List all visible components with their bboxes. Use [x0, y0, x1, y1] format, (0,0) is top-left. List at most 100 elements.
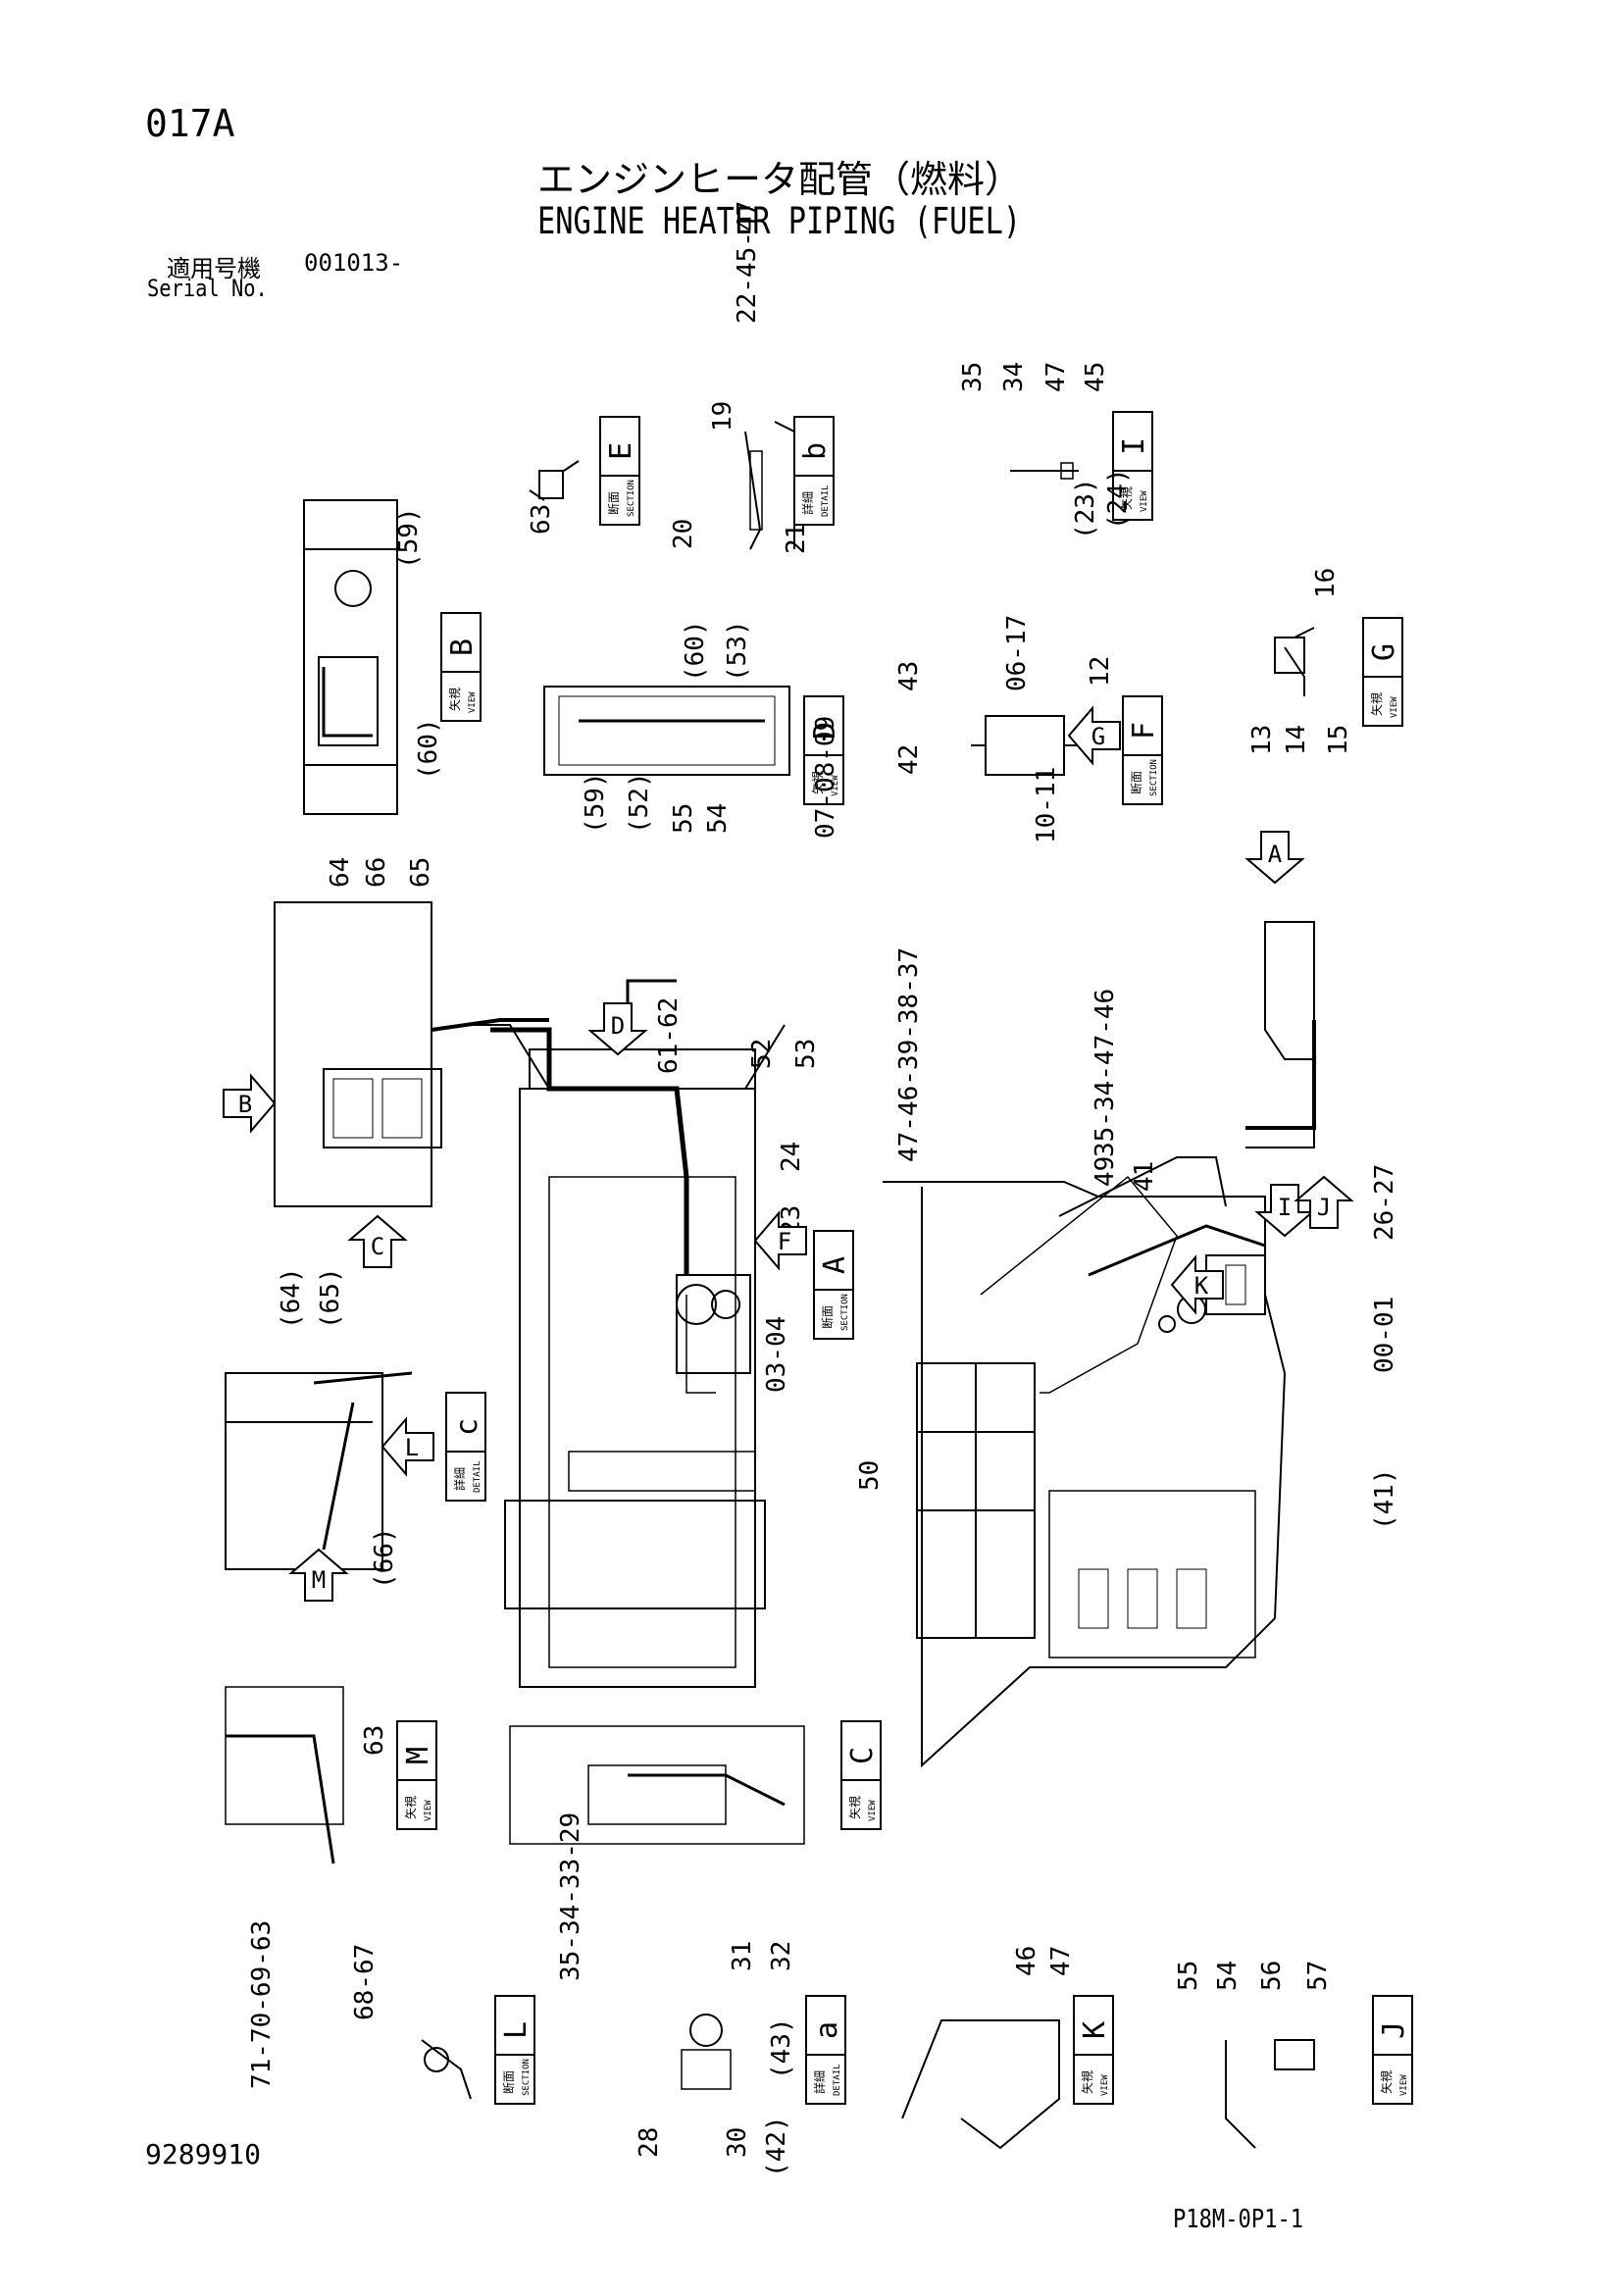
label-letter: M	[401, 1747, 435, 1764]
label-section-l: 断面 SECTION L	[494, 1995, 535, 2105]
part-callout: 63	[360, 1725, 389, 1756]
part-callout: 06-17	[1002, 615, 1032, 691]
part-callout: 55	[669, 803, 698, 834]
view-arrow-j: J	[1294, 1175, 1354, 1229]
label-letter: c	[450, 1418, 484, 1436]
view-arrow-letter: I	[1278, 1194, 1292, 1221]
label-letter: L	[499, 2021, 533, 2039]
label-letter: A	[818, 1256, 852, 1274]
part-callout: (24)	[1103, 468, 1133, 530]
label-kanji: 詳細	[452, 1467, 467, 1491]
title-japanese: エンジンヒータ配管（燃料）	[537, 158, 1023, 201]
label-word: DETAIL	[821, 485, 831, 517]
part-callout: 14	[1282, 725, 1311, 755]
serial-label-english: Serial No.	[147, 275, 268, 302]
part-callout: (43)	[767, 2017, 796, 2079]
view-arrow-l: L	[381, 1416, 434, 1477]
label-kanji: 断面	[501, 2070, 516, 2094]
title-english: ENGINE HEATER PIPING (FUEL)	[537, 200, 1022, 242]
part-callout: (52)	[625, 772, 654, 834]
part-callout: (66)	[370, 1527, 399, 1589]
label-letter: C	[845, 1747, 880, 1764]
label-letter: a	[810, 2021, 844, 2039]
label-kanji: 矢視	[447, 688, 462, 711]
part-callout: 42	[894, 744, 924, 775]
view-arrow-letter: F	[778, 1228, 791, 1255]
label-word: SECTION	[627, 480, 636, 517]
label-word: SECTION	[1149, 759, 1159, 796]
view-arrow-letter: G	[1091, 723, 1105, 750]
part-callout: (59)	[394, 507, 424, 569]
view-arrow-k: K	[1170, 1254, 1224, 1315]
part-callout: (41)	[1370, 1468, 1399, 1530]
part-callout: (42)	[762, 2116, 791, 2177]
part-callout: 49	[1091, 1156, 1120, 1187]
part-callout: 30	[723, 2127, 752, 2158]
view-arrow-g: G	[1067, 705, 1121, 766]
part-callout: 15	[1324, 725, 1353, 755]
serial-value: 001013-	[304, 249, 404, 277]
part-callout: 32	[767, 1941, 796, 1971]
part-callout: 47	[1041, 362, 1071, 392]
part-callout: 65	[406, 857, 435, 888]
part-callout: 47-46-39-38-37	[894, 947, 924, 1162]
part-callout: (60)	[414, 718, 443, 780]
label-letter: D	[808, 722, 842, 740]
label-word: VIEW	[1140, 490, 1149, 512]
label-word: SECTION	[840, 1294, 850, 1331]
part-callout: (23)	[1071, 478, 1100, 539]
part-callout: (59)	[581, 772, 610, 834]
view-arrow-c: C	[347, 1214, 408, 1268]
part-callout: (65)	[316, 1267, 345, 1329]
part-callout: 66	[362, 857, 391, 888]
label-letter: G	[1367, 643, 1401, 661]
label-letter: I	[1117, 437, 1151, 455]
part-callout: 21	[782, 524, 811, 554]
part-callout: 24	[777, 1142, 806, 1172]
view-arrow-letter: C	[371, 1233, 384, 1260]
part-callout: 16	[1311, 568, 1341, 598]
part-callout: 46	[1012, 1946, 1041, 1976]
part-callout: 31	[728, 1941, 757, 1971]
part-callout: 61-62	[654, 997, 684, 1074]
label-word: DETAIL	[833, 2064, 842, 2096]
part-callout: 00-01	[1370, 1297, 1399, 1373]
part-callout: 20	[669, 519, 698, 549]
part-callout: 26-27	[1370, 1164, 1399, 1241]
serial-label-japanese: 適用号機	[167, 255, 261, 282]
part-callout: 35-34-33-29	[556, 1812, 585, 1981]
label-kanji: 矢視	[810, 771, 825, 794]
label-word: VIEW	[1390, 696, 1399, 718]
label-letter: J	[1377, 2021, 1411, 2039]
label-word: DETAIL	[473, 1460, 482, 1493]
label-word: SECTION	[522, 2059, 532, 2096]
part-callout: 35	[958, 362, 988, 392]
label-kanji: 矢視	[847, 1796, 862, 1819]
part-callout: 64	[326, 857, 355, 888]
part-callout: 50	[855, 1460, 885, 1491]
part-callout: 53	[791, 1039, 821, 1069]
part-callout: 45	[1081, 362, 1110, 392]
part-callout: 28	[634, 2127, 664, 2158]
label-letter: K	[1078, 2021, 1112, 2039]
page-code: 017A	[145, 102, 235, 145]
part-callout: 56	[1257, 1961, 1287, 1991]
label-word: VIEW	[1100, 2074, 1110, 2096]
label-word: VIEW	[868, 1800, 878, 1821]
label-kanji: 矢視	[403, 1796, 418, 1819]
label-kanji: 断面	[1129, 771, 1143, 794]
view-arrow-b: B	[223, 1073, 277, 1134]
part-callout: 12	[1086, 656, 1115, 687]
label-kanji: 矢視	[1379, 2070, 1394, 2094]
sheet-code: P18M-0P1-1	[1173, 2205, 1304, 2234]
